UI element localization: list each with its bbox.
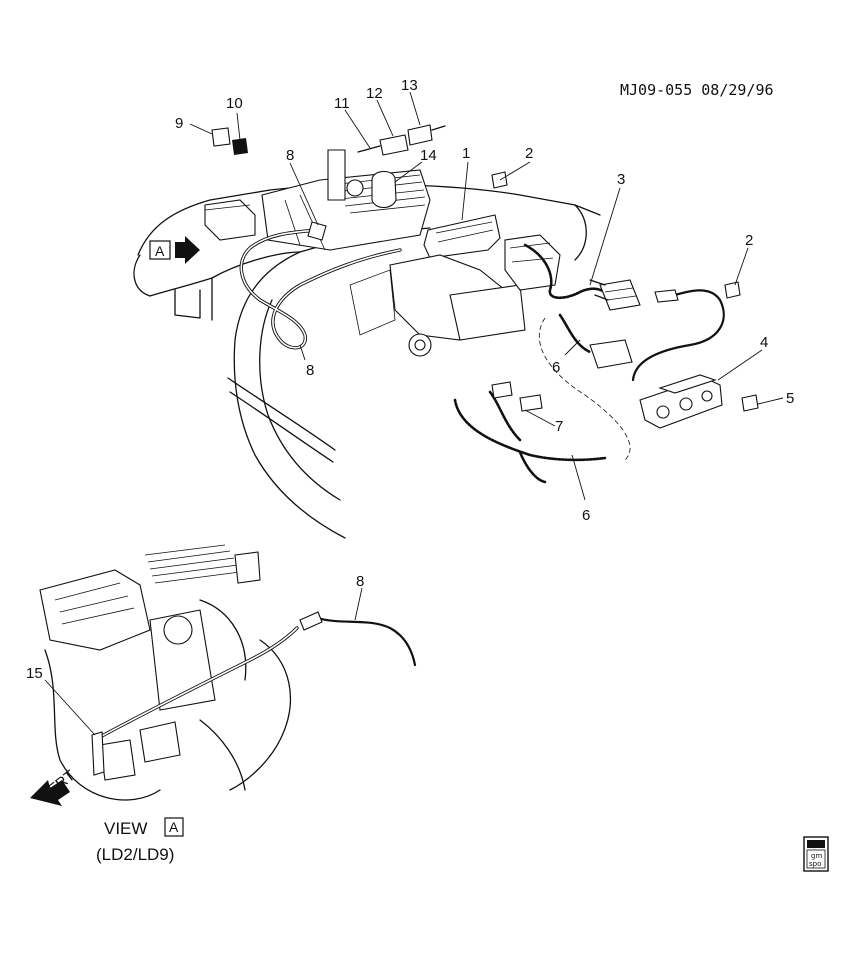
callout-5: 5 [786, 390, 794, 407]
callout-labels: 1 2 2 3 4 5 6 6 7 8 8 8 9 10 11 12 13 14… [26, 77, 794, 682]
callout-2-right: 2 [745, 232, 753, 249]
harness-3 [523, 243, 641, 311]
harness-6 [453, 313, 633, 484]
view-caption-prefix: VIEW [104, 819, 147, 838]
callout-11: 11 [334, 95, 350, 112]
callout-leaders [44, 91, 784, 736]
callout-12: 12 [366, 85, 383, 102]
callout-8-top: 8 [286, 147, 294, 164]
callout-6-lower: 6 [582, 507, 590, 524]
vacuum-hose-main [239, 221, 402, 350]
callout-4: 4 [760, 334, 768, 351]
callout-15: 15 [26, 665, 43, 682]
view-a-detail: FRT [30, 544, 417, 806]
callout-10: 10 [226, 95, 243, 112]
view-arrow-icon [175, 236, 200, 264]
front-arrow-icon [30, 780, 70, 806]
part-10-icon [232, 138, 248, 155]
logo-line1: gm [811, 852, 822, 860]
view-a-marker: A [149, 236, 200, 264]
view-caption: VIEW A (LD2/LD9) [96, 817, 184, 864]
callout-6-upper: 6 [552, 359, 560, 376]
callout-1: 1 [462, 145, 470, 162]
view-caption-box: A [169, 819, 179, 835]
callout-7: 7 [555, 418, 563, 435]
control-assembly-4 [491, 171, 759, 429]
view-a-box-label: A [155, 243, 165, 259]
logo-line2: spo [809, 860, 821, 868]
callout-13: 13 [401, 77, 418, 94]
callout-8-mid: 8 [306, 362, 314, 379]
callout-9: 9 [175, 115, 183, 132]
part-9-icon [211, 127, 231, 147]
small-parts [211, 124, 446, 209]
gm-spo-logo: gm spo [803, 836, 829, 872]
callout-2-top: 2 [525, 145, 533, 162]
view-caption-engine: (LD2/LD9) [96, 845, 174, 864]
callout-8-view: 8 [356, 573, 364, 590]
callout-3: 3 [617, 171, 625, 188]
diagram-id: MJ09-055 08/29/96 [620, 81, 774, 99]
callout-14: 14 [420, 147, 437, 164]
